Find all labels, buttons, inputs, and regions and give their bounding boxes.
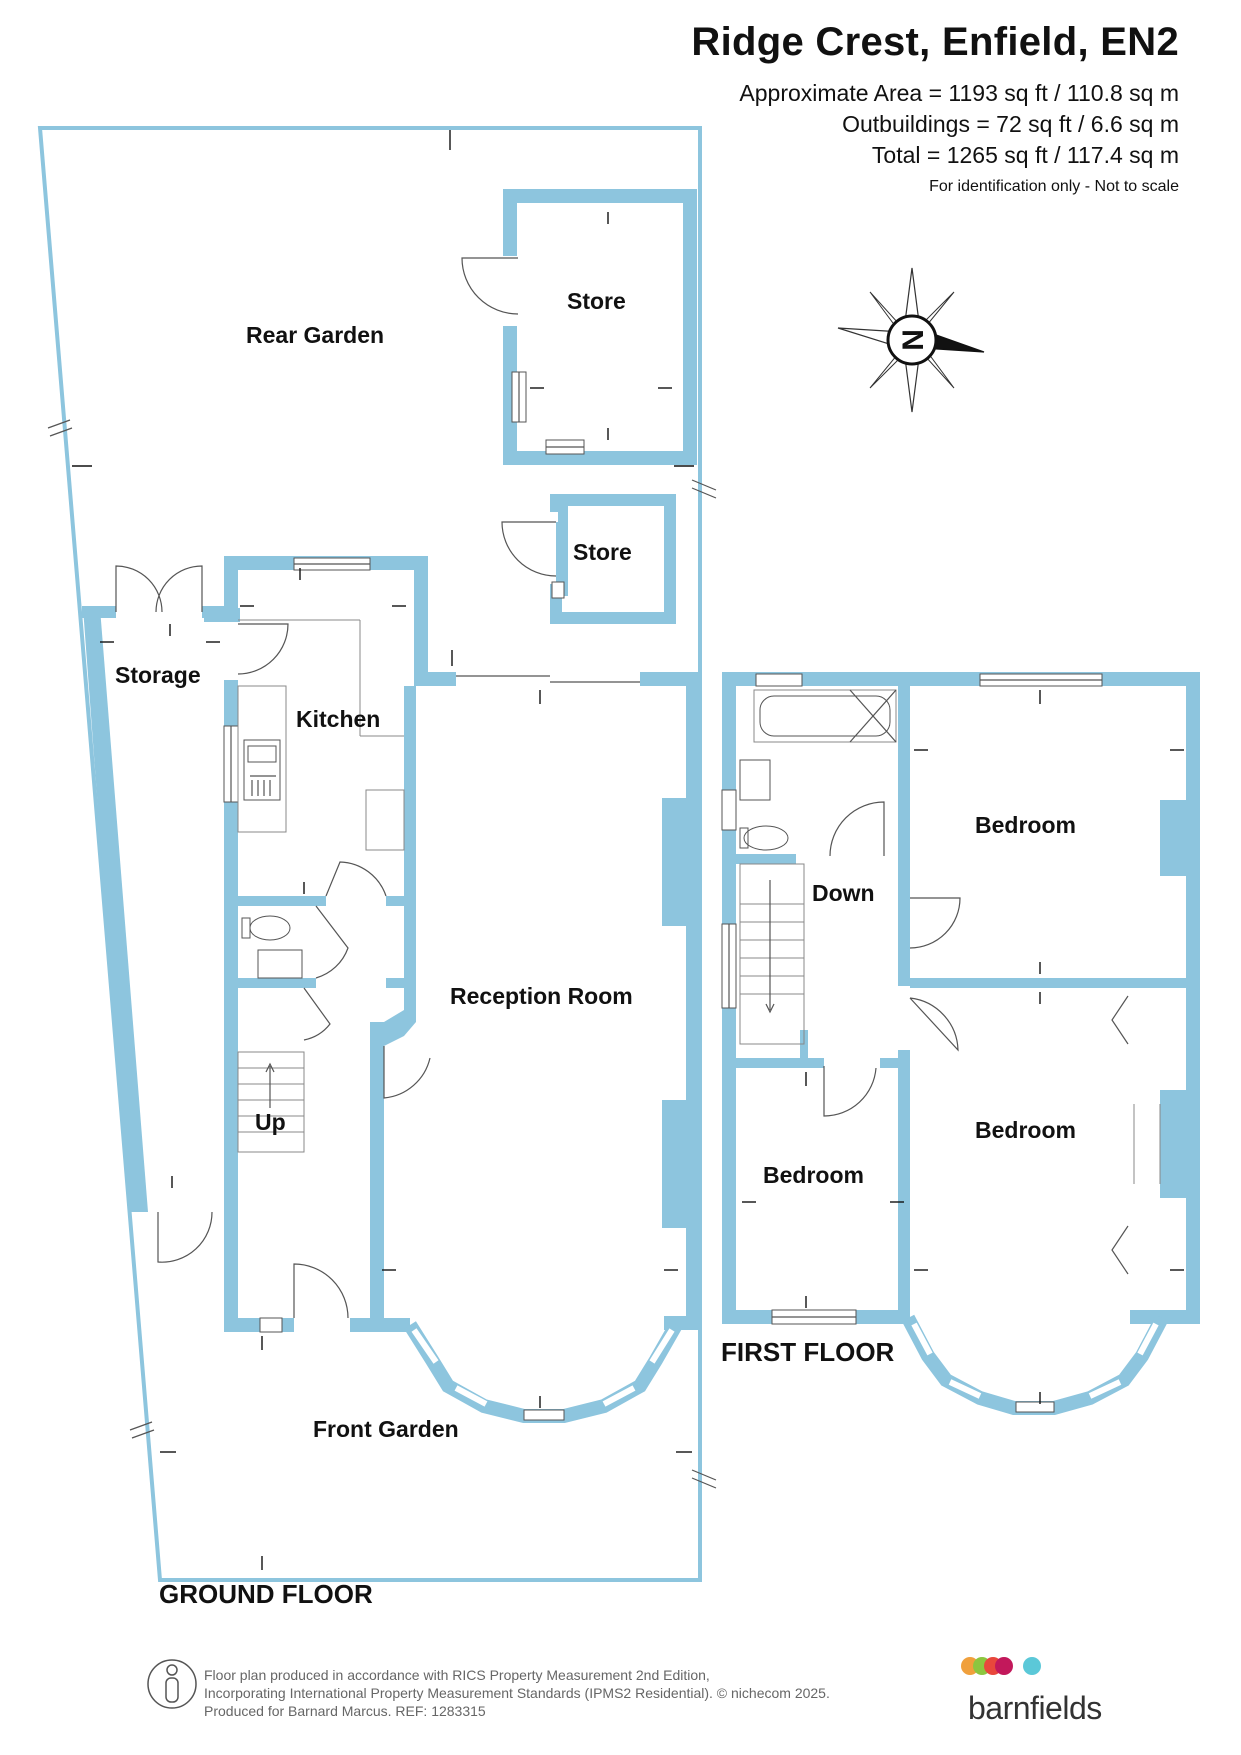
ground-doors xyxy=(115,565,431,1319)
person-icon xyxy=(147,1659,197,1709)
compass-icon xyxy=(837,267,985,413)
area-outbuildings: Outbuildings = 72 sq ft / 6.6 sq m xyxy=(842,111,1179,137)
label-rear-garden: Rear Garden xyxy=(246,322,384,348)
side-boundary-wall xyxy=(83,608,148,1212)
area-approximate: Approximate Area = 1193 sq ft / 110.8 sq… xyxy=(739,80,1179,106)
label-bedroom-front: Bedroom xyxy=(975,1117,1076,1143)
compass-letter: N xyxy=(896,329,929,351)
first-floor-windows xyxy=(721,673,1159,1413)
label-down: Down xyxy=(812,880,875,906)
kitchen-fittings xyxy=(237,619,405,1153)
label-reception-room: Reception Room xyxy=(450,983,633,1009)
label-bedroom-rear: Bedroom xyxy=(975,812,1076,838)
label-ground-floor: GROUND FLOOR xyxy=(159,1579,373,1609)
first-floor-walls xyxy=(722,672,1200,1415)
store-large-outline xyxy=(461,189,697,465)
footer-credits: Floor plan produced in accordance with R… xyxy=(204,1666,830,1720)
ground-windows xyxy=(223,557,640,1333)
label-store-small: Store xyxy=(573,539,632,565)
brand-name: barnfields xyxy=(968,1690,1102,1726)
label-up: Up xyxy=(255,1109,286,1135)
label-front-garden: Front Garden xyxy=(313,1416,459,1442)
first-floor-doors xyxy=(823,801,961,1117)
disclaimer: For identification only - Not to scale xyxy=(929,178,1179,195)
area-total: Total = 1265 sq ft / 117.4 sq m xyxy=(871,142,1179,168)
label-storage: Storage xyxy=(115,662,201,688)
label-first-floor: FIRST FLOOR xyxy=(721,1337,895,1367)
first-floor-fittings xyxy=(739,689,1161,1275)
footer-line-3: Produced for Barnard Marcus. REF: 128331… xyxy=(204,1703,486,1719)
dimension-arrows xyxy=(72,130,1184,1570)
ground-bay-windows xyxy=(411,1328,675,1421)
page-title: Ridge Crest, Enfield, EN2 xyxy=(691,20,1179,64)
label-kitchen: Kitchen xyxy=(296,706,380,732)
label-store-large: Store xyxy=(567,288,626,314)
store-small-outline xyxy=(501,494,676,624)
label-bedroom-small: Bedroom xyxy=(763,1162,864,1188)
brand-logo-dots xyxy=(961,1657,1041,1675)
footer-line-2: Incorporating International Property Mea… xyxy=(204,1685,830,1701)
footer-line-1: Floor plan produced in accordance with R… xyxy=(204,1667,710,1683)
